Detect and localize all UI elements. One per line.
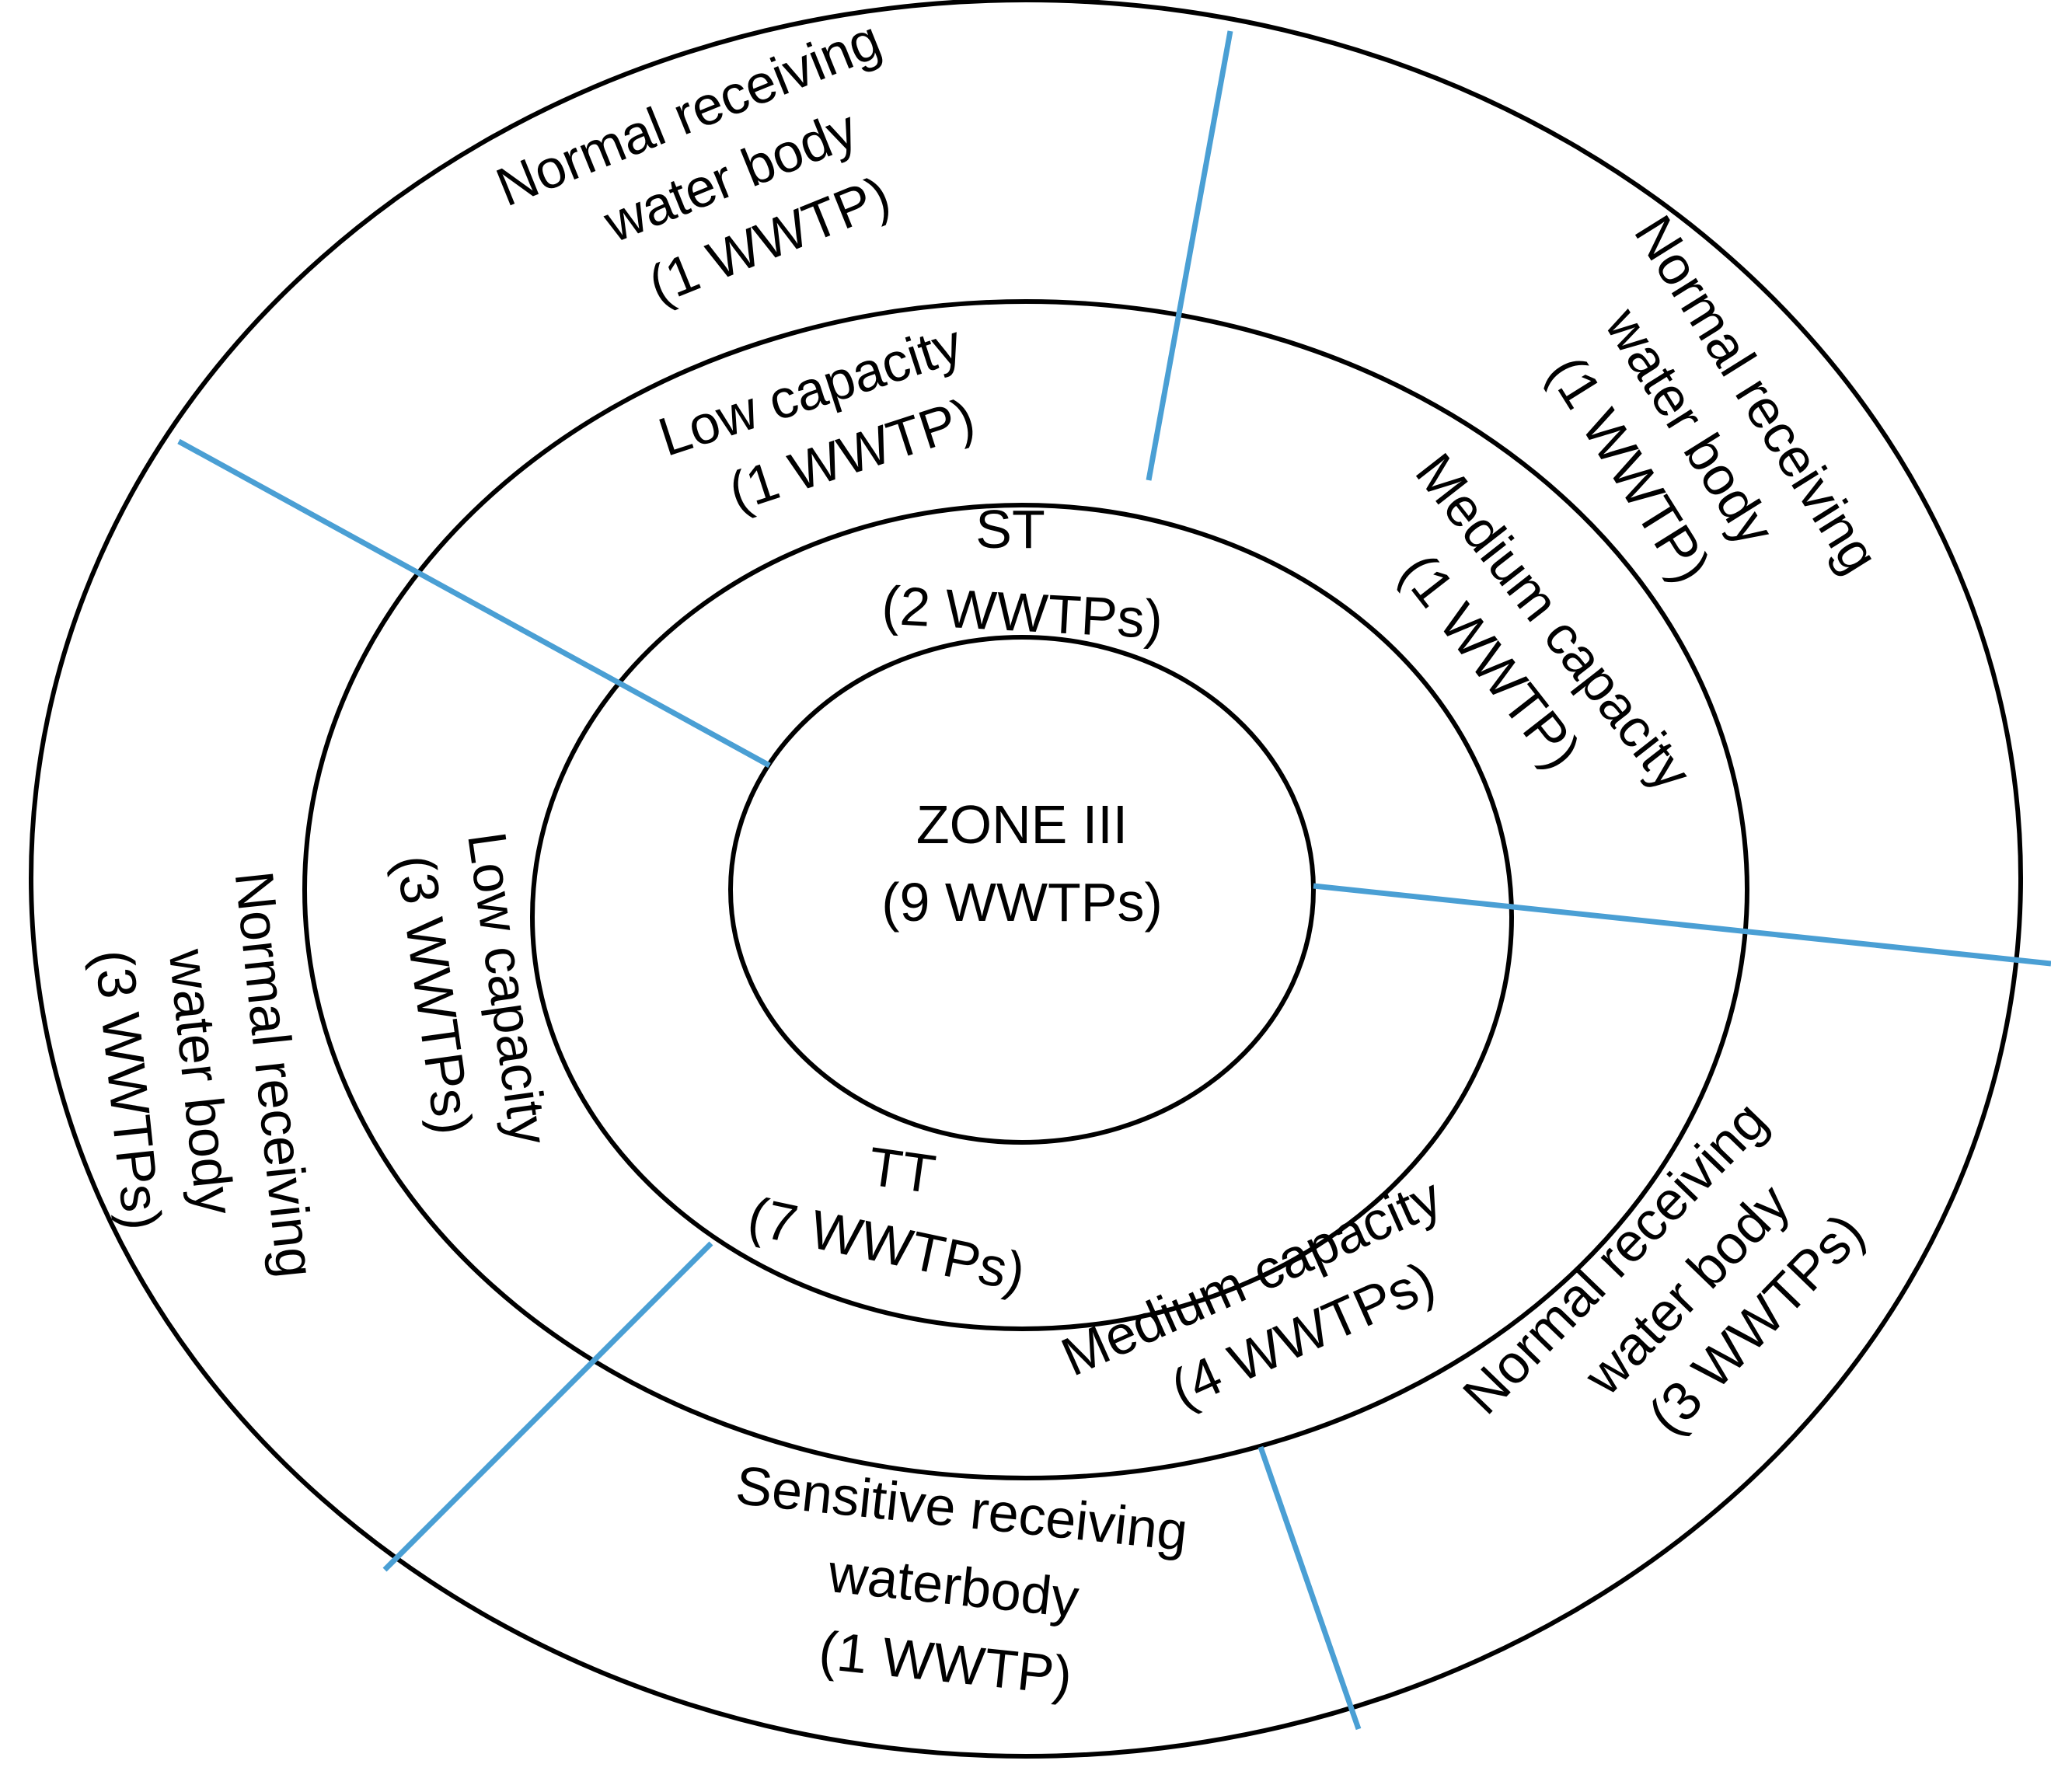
divider-upper-left	[177, 438, 771, 769]
divider-top	[1146, 30, 1233, 481]
receiving-top-left: Normal receiving water body (1 WWTP)	[488, 9, 898, 316]
tt-count: (7 WWTPs)	[743, 1185, 1031, 1302]
receiving-line2: water body	[158, 946, 246, 1218]
receiving-left: Normal receiving water body (3 WWTPs)	[83, 868, 326, 1280]
divider-lower-left	[382, 1241, 713, 1572]
capacity-st-low: Low capacity (1 WWTP)	[651, 313, 982, 523]
divider-bottom	[1257, 1445, 1362, 1731]
tt-title: TT	[865, 1135, 940, 1205]
receiving-count: (1 WWTP)	[816, 1619, 1075, 1707]
receiving-line2: waterbody	[825, 1543, 1081, 1629]
zone-core	[728, 635, 1316, 1145]
zone-title: ZONE III	[916, 794, 1128, 855]
outer-ring	[29, 0, 2023, 1759]
divider-right	[1313, 883, 2051, 967]
st-count: (2 WWTPs)	[881, 575, 1164, 650]
st-title: ST	[975, 499, 1045, 560]
capacity-ring	[302, 299, 1749, 1480]
receiving-bottom: Sensitive receiving waterbody (1 WWTP)	[733, 1455, 1191, 1707]
treatment-ring	[530, 503, 1514, 1331]
receiving-line1: Normal receiving	[224, 868, 326, 1280]
zone-count: (9 WWTPs)	[881, 872, 1163, 933]
capacity-tt-medium: Medium capacity (4 WWTPs)	[1052, 1166, 1450, 1420]
